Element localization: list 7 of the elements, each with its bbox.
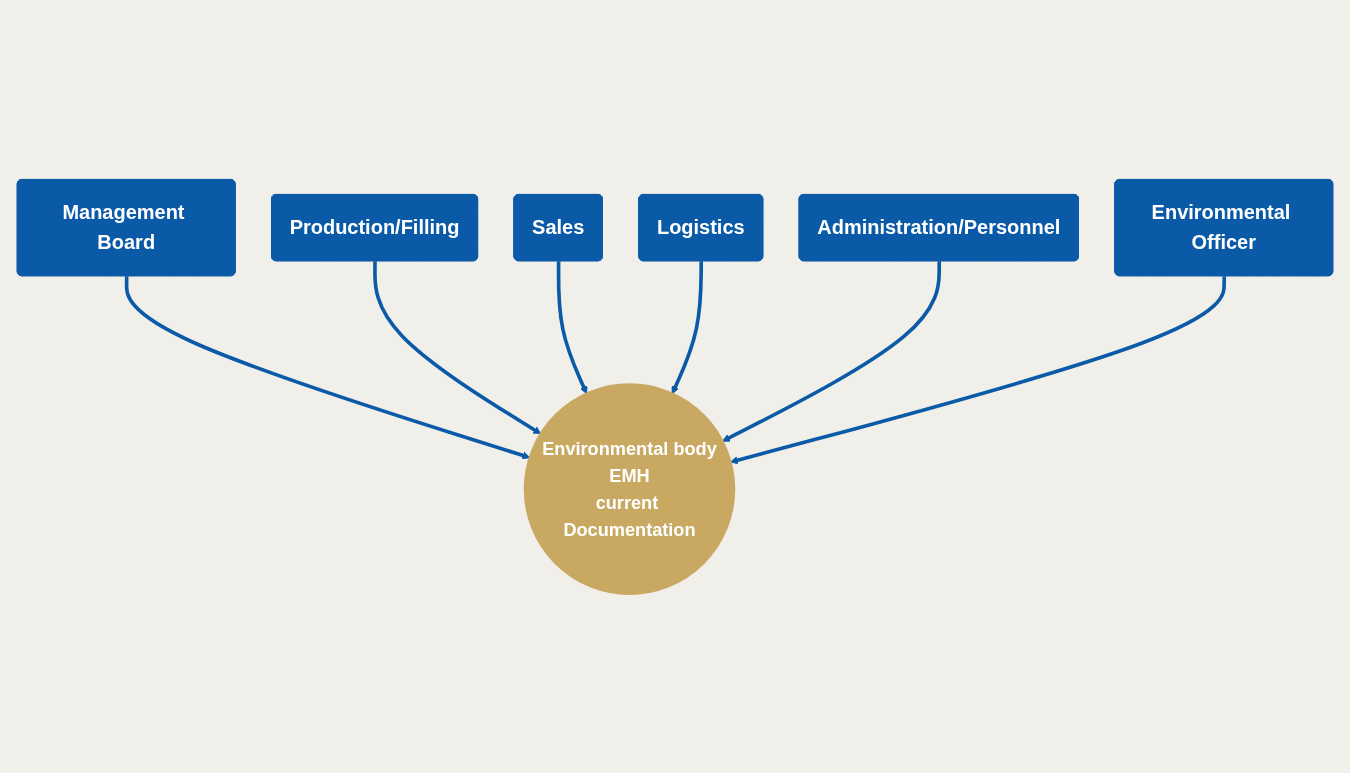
- arrow: [373, 261, 542, 435]
- arrow: [556, 261, 588, 395]
- arrow: [671, 261, 704, 395]
- arrow: [722, 261, 942, 442]
- node-circle: Environmental body EMH current Documentation: [523, 383, 736, 595]
- arrow: [730, 276, 1227, 465]
- arrow: [124, 276, 531, 460]
